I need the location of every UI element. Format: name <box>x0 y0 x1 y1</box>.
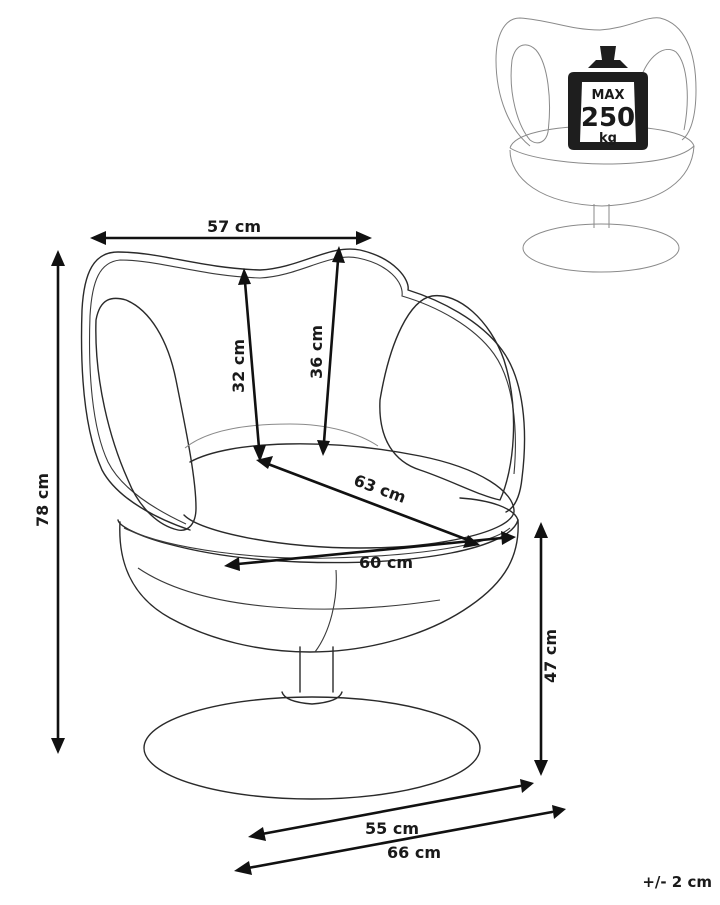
label-seat-diagonal: 63 cm <box>351 471 408 507</box>
dim-base-width-arrow-left <box>234 861 252 875</box>
chair-seat-rim <box>117 497 519 564</box>
chair-main-drawing <box>80 248 526 800</box>
dim-seat-height-arrow-bottom <box>534 760 548 776</box>
thumb-left-arm <box>510 44 550 144</box>
thumb-backrest-outer <box>495 17 697 147</box>
thumb-stem <box>593 204 610 228</box>
dimension-lines <box>51 231 566 875</box>
chair-right-arm-cushion <box>379 294 515 501</box>
dimension-labels: 57 cm 32 cm 36 cm 63 cm 60 cm 78 cm 47 c… <box>33 217 712 891</box>
dim-seat-width-line <box>236 536 504 566</box>
weight-shoulder <box>588 60 628 68</box>
chair-stem <box>299 646 334 693</box>
chair-left-arm-cushion <box>95 297 197 531</box>
label-seat-height: 47 cm <box>541 629 560 683</box>
dim-seat-width-arrow-right <box>501 531 516 545</box>
chair-inner-back <box>184 423 379 449</box>
max-load-unit: kg <box>599 131 617 146</box>
dim-backrest-outer-arrow-bottom <box>317 440 330 456</box>
chair-backrest-outer <box>80 248 526 531</box>
dim-seat-diagonal-line <box>266 462 470 542</box>
max-load-thumbnail: MAX 250 kg <box>495 17 697 273</box>
dim-base-depth-line <box>260 784 522 836</box>
chair-seat-cushion <box>183 443 515 549</box>
dim-backrest-inner-line <box>243 280 261 450</box>
chair-base-plate <box>143 696 481 800</box>
dim-base-width-arrow-right <box>552 805 566 819</box>
label-base-depth: 55 cm <box>365 819 419 838</box>
chair-stem-cone <box>281 691 343 705</box>
dim-backrest-inner-arrow-bottom <box>253 445 266 462</box>
dim-backrest-inner-arrow-top <box>238 268 251 285</box>
label-backrest-inner: 32 cm <box>229 339 248 393</box>
max-load-label: MAX <box>591 88 624 103</box>
dim-top-width-arrow-left <box>90 231 106 245</box>
label-backrest-outer: 36 cm <box>307 325 326 379</box>
chair-shell-panel-seam <box>314 569 337 653</box>
dim-total-height-arrow-top <box>51 250 65 266</box>
label-seat-width: 60 cm <box>359 553 413 572</box>
dim-backrest-outer-line <box>322 258 340 444</box>
chair-shell-seam <box>137 567 441 610</box>
dim-base-width-line <box>246 810 554 870</box>
dim-seat-width-arrow-left <box>224 557 240 571</box>
weight-handle <box>600 46 616 60</box>
dim-seat-diagonal-arrow-left <box>256 456 273 469</box>
max-load-value: 250 <box>581 103 635 133</box>
label-base-width: 66 cm <box>387 843 441 862</box>
weight-label-panel <box>580 82 636 142</box>
dim-base-depth-arrow-left <box>248 827 266 841</box>
dim-total-height-arrow-bottom <box>51 738 65 754</box>
label-total-height: 78 cm <box>33 473 52 527</box>
thumb-seat-rim <box>509 125 695 165</box>
dim-backrest-outer-arrow-top <box>332 246 345 263</box>
weight-icon: MAX 250 kg <box>568 46 648 150</box>
dim-top-width-arrow-right <box>356 231 372 245</box>
dim-seat-height-arrow-top <box>534 522 548 538</box>
label-top-width: 57 cm <box>207 217 261 236</box>
dim-base-depth-arrow-right <box>520 779 534 793</box>
chair-shell <box>119 519 519 653</box>
thumb-base-plate <box>522 223 680 273</box>
thumb-right-arm <box>639 49 688 131</box>
chair-backrest-piping <box>88 256 516 525</box>
label-tolerance: +/- 2 cm <box>642 873 712 891</box>
thumb-shell <box>509 145 695 207</box>
